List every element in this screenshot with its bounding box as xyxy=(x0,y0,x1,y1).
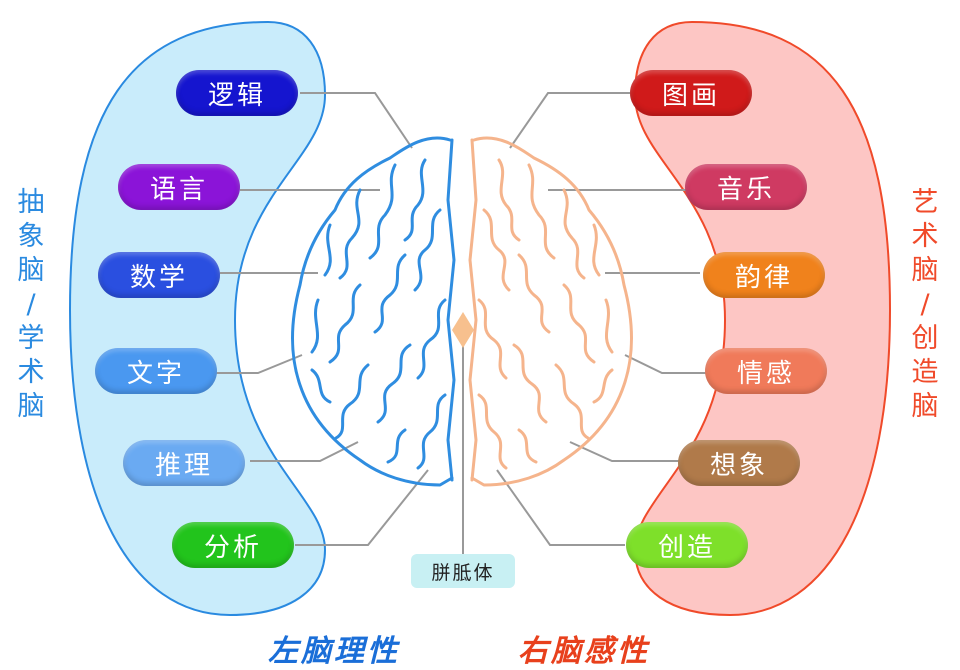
pill-painting: 图画 xyxy=(630,70,752,116)
right-brain-title: 右脑感性 xyxy=(518,634,650,669)
pill-logic: 逻辑 xyxy=(176,70,298,116)
pill-math: 数学 xyxy=(98,252,220,298)
pill-text: 文字 xyxy=(95,348,217,394)
right-side-label: 艺 术 脑 / 创 造 脑 xyxy=(908,186,942,424)
right-side-char: 术 xyxy=(911,221,939,252)
left-brain-title: 左脑理性 xyxy=(268,634,400,669)
left-side-char: 抽 xyxy=(17,187,45,218)
left-side-char: 脑 xyxy=(17,391,45,422)
right-side-char: 脑 xyxy=(911,391,939,422)
pill-creation: 创造 xyxy=(626,522,748,568)
pill-language: 语言 xyxy=(118,164,240,210)
right-side-char: 创 xyxy=(911,323,939,354)
pill-imagination: 想象 xyxy=(678,440,800,486)
corpus-callosum-shape xyxy=(452,312,474,348)
left-side-char: 象 xyxy=(17,221,45,252)
right-side-char: 脑 xyxy=(911,255,939,286)
pill-reasoning: 推理 xyxy=(123,440,245,486)
pill-rhythm: 韵律 xyxy=(703,252,825,298)
left-side-char: / xyxy=(26,289,36,320)
pill-analysis: 分析 xyxy=(172,522,294,568)
left-side-char: 学 xyxy=(17,323,45,354)
right-side-char: / xyxy=(920,289,930,320)
left-side-label: 抽 象 脑 / 学 术 脑 xyxy=(14,186,48,424)
left-side-char: 术 xyxy=(17,357,45,388)
right-side-char: 艺 xyxy=(911,187,939,218)
right-side-char: 造 xyxy=(911,357,939,388)
pill-music: 音乐 xyxy=(685,164,807,210)
left-side-char: 脑 xyxy=(17,255,45,286)
right-brain-hemisphere xyxy=(468,136,634,487)
pill-emotion: 情感 xyxy=(705,348,827,394)
corpus-callosum-label: 胼胝体 xyxy=(411,554,515,588)
left-brain-hemisphere xyxy=(290,136,456,487)
